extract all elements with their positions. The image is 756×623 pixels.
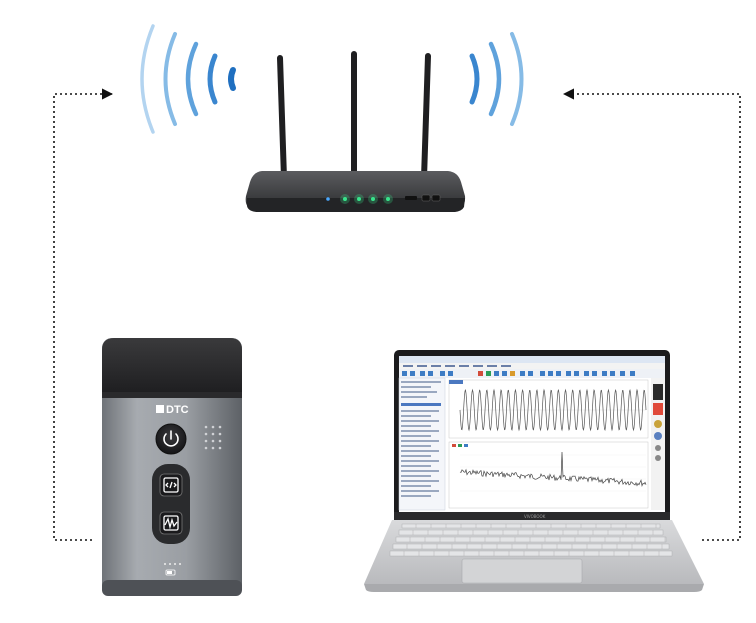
battery-icon (164, 563, 181, 576)
power-button[interactable] (155, 423, 187, 455)
laptop-brand: VIVOBOOK (524, 514, 546, 519)
status-indicators (204, 425, 222, 450)
daq-device: DTC (102, 338, 242, 596)
daq-brand: DTC (166, 404, 189, 416)
router-antennas (277, 51, 431, 181)
power-icon (163, 430, 179, 447)
spectrum-chart (448, 441, 649, 509)
code-icon (163, 477, 179, 493)
router (245, 51, 466, 212)
wifi-left-icon (140, 24, 236, 134)
laptop: VIVOBOOK (364, 350, 704, 592)
waveform-icon (163, 515, 179, 531)
code-button[interactable] (159, 473, 183, 497)
connection-left (53, 88, 114, 541)
wifi-right-icon (469, 32, 524, 126)
waveform-button[interactable] (159, 511, 183, 535)
router-ports (405, 194, 441, 202)
connection-right (562, 88, 741, 541)
laptop-keyboard (389, 523, 673, 557)
router-leds (326, 194, 393, 204)
laptop-touchpad (461, 558, 583, 584)
laptop-screen (398, 356, 665, 514)
daq-brand-logo: DTC (156, 404, 189, 416)
time-waveform-chart (448, 379, 649, 439)
